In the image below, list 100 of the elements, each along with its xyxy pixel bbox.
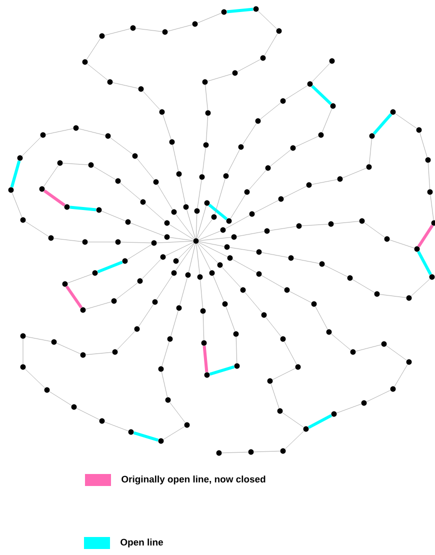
- line: [270, 384, 280, 408]
- line: [156, 240, 194, 244]
- line: [209, 365, 235, 376]
- line: [214, 178, 226, 214]
- line: [179, 176, 186, 204]
- line: [170, 237, 194, 241]
- line: [324, 265, 348, 277]
- line: [366, 390, 391, 402]
- line: [294, 258, 320, 264]
- line: [236, 231, 264, 237]
- line: [284, 430, 304, 450]
- line: [142, 90, 160, 110]
- line: [175, 243, 195, 271]
- line: [261, 275, 285, 289]
- line: [144, 204, 166, 222]
- line: [24, 368, 46, 388]
- line: [120, 242, 152, 244]
- line: [178, 242, 194, 260]
- line: [133, 431, 159, 442]
- line: [86, 302, 112, 310]
- line: [262, 252, 288, 258]
- line: [200, 280, 203, 308]
- line: [197, 12, 222, 24]
- line: [130, 222, 164, 236]
- line: [142, 258, 162, 280]
- line: [56, 342, 81, 354]
- line: [285, 85, 308, 100]
- line: [44, 190, 66, 206]
- line: [386, 345, 407, 361]
- line: [49, 391, 72, 406]
- line: [254, 200, 279, 213]
- line: [390, 240, 414, 248]
- line: [196, 206, 206, 238]
- line: [46, 128, 74, 135]
- line: [283, 186, 307, 198]
- line: [380, 294, 406, 298]
- line: [331, 334, 351, 350]
- line: [120, 182, 141, 200]
- line: [302, 224, 328, 226]
- line: [202, 346, 208, 372]
- line: [395, 113, 417, 129]
- line: [197, 180, 202, 208]
- line: [136, 28, 162, 32]
- line: [356, 344, 382, 352]
- line: [86, 38, 101, 60]
- line: [116, 330, 136, 350]
- line: [266, 317, 282, 337]
- line: [230, 247, 256, 252]
- line: [112, 82, 138, 89]
- line: [157, 184, 173, 210]
- line: [156, 275, 173, 300]
- line: [198, 219, 212, 239]
- line: [254, 450, 280, 452]
- line: [12, 192, 22, 218]
- line: [170, 310, 178, 336]
- line: [136, 158, 154, 180]
- line: [284, 341, 297, 365]
- line: [104, 422, 128, 432]
- line: [78, 128, 106, 136]
- line: [282, 412, 304, 428]
- line: [420, 132, 428, 158]
- line: [394, 364, 408, 387]
- line: [322, 108, 332, 133]
- line: [43, 165, 59, 187]
- line: [336, 404, 362, 414]
- line: [76, 408, 100, 420]
- line: [212, 275, 224, 302]
- line: [311, 84, 332, 106]
- line: [22, 338, 24, 364]
- line: [188, 244, 196, 272]
- line: [169, 224, 194, 240]
- line: [226, 306, 236, 332]
- line: [372, 113, 392, 135]
- line: [369, 138, 372, 164]
- line: [230, 194, 246, 219]
- line: [198, 242, 228, 257]
- line: [295, 136, 319, 147]
- line: [202, 148, 206, 174]
- line: [312, 62, 330, 82]
- line: [227, 149, 240, 174]
- line: [352, 279, 375, 293]
- line: [237, 59, 261, 72]
- line: [93, 166, 116, 180]
- line: [258, 10, 278, 30]
- line: [226, 8, 254, 14]
- line: [197, 243, 211, 271]
- line: [162, 342, 170, 366]
- line: [87, 64, 108, 80]
- line: [222, 452, 248, 454]
- line: [138, 304, 154, 327]
- line: [198, 237, 232, 241]
- line: [315, 306, 328, 330]
- line: [260, 102, 281, 120]
- line: [186, 210, 196, 238]
- line: [86, 352, 112, 355]
- line: [10, 160, 21, 188]
- line: [165, 242, 194, 256]
- line: [236, 336, 238, 364]
- line: [196, 244, 200, 274]
- line: [208, 204, 228, 220]
